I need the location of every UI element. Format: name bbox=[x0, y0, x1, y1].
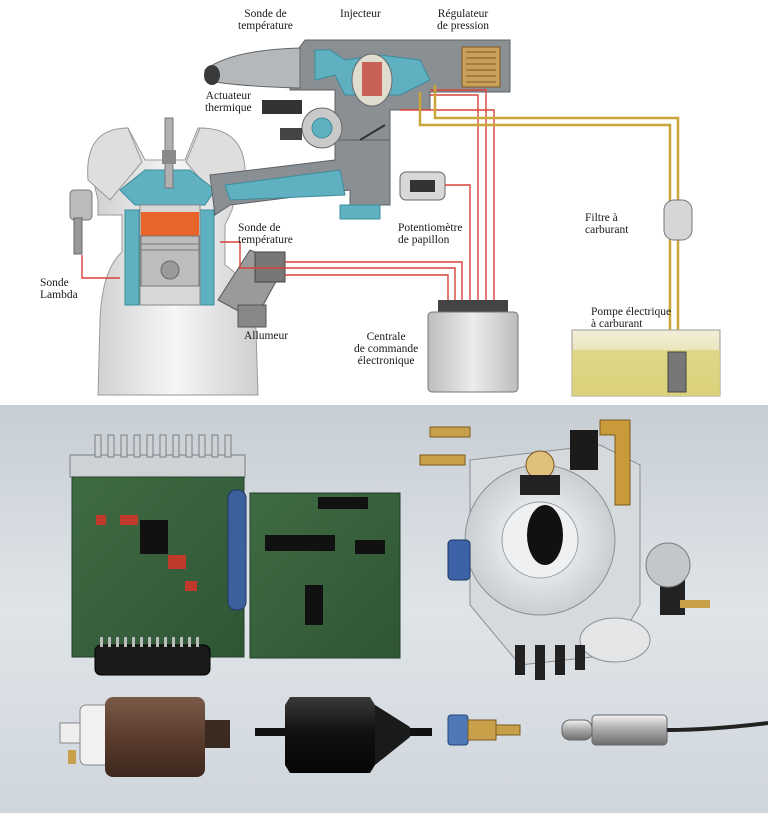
label-throttle-potentiometer: Potentiomètre de papillon bbox=[398, 222, 463, 246]
throttle-body-photo bbox=[419, 419, 710, 680]
components-photo bbox=[0, 405, 768, 813]
temperature-sensor-photo bbox=[447, 714, 521, 746]
label-fuel-filter: Filtre à carburant bbox=[585, 212, 629, 236]
diagram-drawing bbox=[69, 39, 721, 397]
engine-block bbox=[69, 117, 259, 396]
lambda-probe-photo bbox=[561, 714, 768, 746]
label-temperature-sensor-top: Sonde de température bbox=[238, 8, 293, 32]
label-lambda-sensor: Sonde Lambda bbox=[40, 277, 78, 301]
label-distributor: Allumeur bbox=[244, 330, 289, 342]
ecu-circuit-board bbox=[69, 434, 401, 676]
injection-system-diagram: Sonde de température Injecteur Régulateu… bbox=[0, 0, 768, 405]
throttle-body-unit bbox=[204, 39, 511, 149]
label-temperature-sensor-mid: Sonde de température bbox=[238, 222, 293, 246]
fuel-filter bbox=[663, 199, 693, 241]
label-ecu: Centrale de commande électronique bbox=[354, 331, 419, 367]
fuel-pump-photo bbox=[59, 697, 230, 777]
fuel-tank bbox=[571, 329, 721, 397]
components-drawing bbox=[0, 405, 768, 813]
label-pressure-regulator: Régulateur de pression bbox=[437, 8, 490, 32]
label-thermal-actuator: Actuateur thermique bbox=[205, 90, 252, 114]
label-fuel-pump: Pompe électrique à carburant bbox=[591, 306, 672, 330]
fuel-filter-photo bbox=[255, 697, 432, 773]
label-injector: Injecteur bbox=[340, 8, 381, 20]
ecu-box bbox=[427, 300, 519, 393]
intake-manifold bbox=[209, 119, 391, 220]
throttle-potentiometer bbox=[399, 171, 446, 201]
signal-wires bbox=[81, 89, 495, 305]
